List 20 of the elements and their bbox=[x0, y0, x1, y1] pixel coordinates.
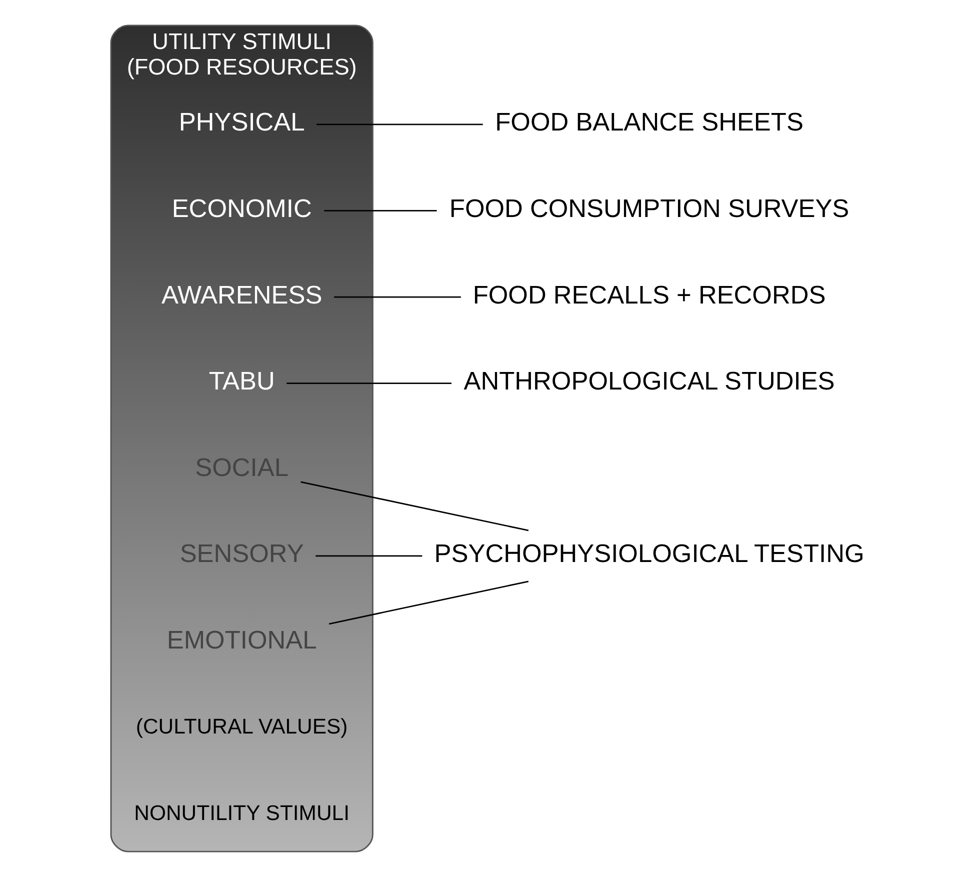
node-text: PHYSICAL bbox=[178, 108, 304, 137]
node-text: FOOD BALANCE SHEETS bbox=[494, 108, 803, 137]
node-text: EMOTIONAL bbox=[166, 626, 316, 654]
node-text: SENSORY bbox=[179, 540, 304, 568]
connector bbox=[300, 481, 528, 532]
node-text: TABU bbox=[208, 368, 274, 396]
node-text: FOOD RECALLS + RECORDS bbox=[472, 281, 826, 310]
node-text: ECONOMIC bbox=[171, 194, 312, 223]
node-text: AWARENESS bbox=[160, 281, 322, 310]
connector bbox=[334, 296, 460, 298]
node-text: ANTHROPOLOGICAL STUDIES bbox=[463, 368, 834, 396]
node-text: PSYCHOPHYSIOLOGICAL TESTING bbox=[434, 540, 864, 568]
label: (CULTURAL VALUES) bbox=[135, 715, 348, 738]
connector bbox=[316, 124, 482, 126]
label: NONUTILITY STIMULI bbox=[134, 802, 350, 825]
connector bbox=[328, 580, 528, 625]
node-text: FOOD CONSUMPTION SURVEYS bbox=[448, 194, 849, 223]
connector bbox=[286, 382, 451, 384]
connector bbox=[324, 210, 436, 212]
connector bbox=[315, 555, 422, 557]
